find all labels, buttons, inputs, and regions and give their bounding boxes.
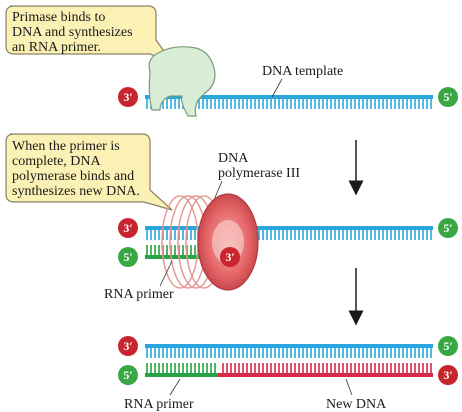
new-dna-strand [218, 363, 433, 377]
dna-polymerase-iii: 3′ [161, 193, 259, 291]
svg-text:3′: 3′ [123, 221, 132, 235]
primase-enzyme [148, 46, 216, 117]
callout-bubble [5, 5, 174, 64]
enzyme-label-line: DNA [218, 151, 249, 166]
callout-line: DNA and synthesizes [12, 25, 133, 40]
svg-text:5′: 5′ [443, 339, 452, 353]
enzyme-label-line: polymerase III [218, 166, 300, 181]
template-strand [145, 226, 433, 240]
svg-text:5′: 5′ [123, 250, 132, 264]
leader-line [345, 378, 353, 396]
rna-primer-label: RNA primer [104, 287, 174, 302]
svg-text:5′: 5′ [123, 368, 132, 382]
template-strand [145, 344, 433, 358]
callout-line: an RNA primer. [12, 40, 101, 55]
callout-bubble [5, 133, 173, 211]
callout-line: complete, DNA [12, 154, 102, 169]
svg-text:3′: 3′ [443, 368, 452, 382]
step-1: Primase binds to DNA and synthesizes an … [5, 5, 458, 117]
new-dna-label: New DNA [326, 397, 387, 412]
end-5-prime: 5′ [438, 87, 458, 107]
svg-text:3′: 3′ [225, 250, 234, 264]
end-5-prime: 5′ [438, 336, 458, 356]
end-3-prime: 3′ [438, 365, 458, 385]
enzyme-3-prime: 3′ [220, 247, 240, 267]
step-2-callout: When the primer is complete, DNA polymer… [5, 133, 173, 211]
callout-line: When the primer is [12, 139, 120, 154]
callout-line: polymerase binds and [12, 169, 134, 184]
end-5-prime: 5′ [438, 218, 458, 238]
step-1-callout: Primase binds to DNA and synthesizes an … [5, 5, 174, 64]
callout-line: synthesizes new DNA. [12, 184, 140, 199]
end-3-prime: 3′ [118, 218, 138, 238]
end-5-prime: 5′ [118, 365, 138, 385]
svg-text:5′: 5′ [443, 221, 452, 235]
end-3-prime: 3′ [118, 87, 138, 107]
dna-template-label: DNA template [262, 64, 343, 79]
leader-line [271, 78, 283, 98]
callout-line: Primase binds to [12, 10, 105, 25]
svg-text:5′: 5′ [443, 90, 452, 104]
rna-primer-label: RNA primer [124, 397, 194, 412]
step-2: When the primer is complete, DNA polymer… [5, 133, 458, 302]
end-5-prime: 5′ [118, 247, 138, 267]
svg-text:3′: 3′ [123, 90, 132, 104]
step-3: 3′ 5′ 5′ 3′ RNA primer New DNA [118, 336, 458, 412]
svg-text:3′: 3′ [123, 339, 132, 353]
leader-line [159, 260, 173, 287]
rna-primer-strand [145, 363, 218, 377]
leader-line [169, 378, 181, 396]
end-3-prime: 3′ [118, 336, 138, 356]
leader-line [213, 180, 223, 201]
